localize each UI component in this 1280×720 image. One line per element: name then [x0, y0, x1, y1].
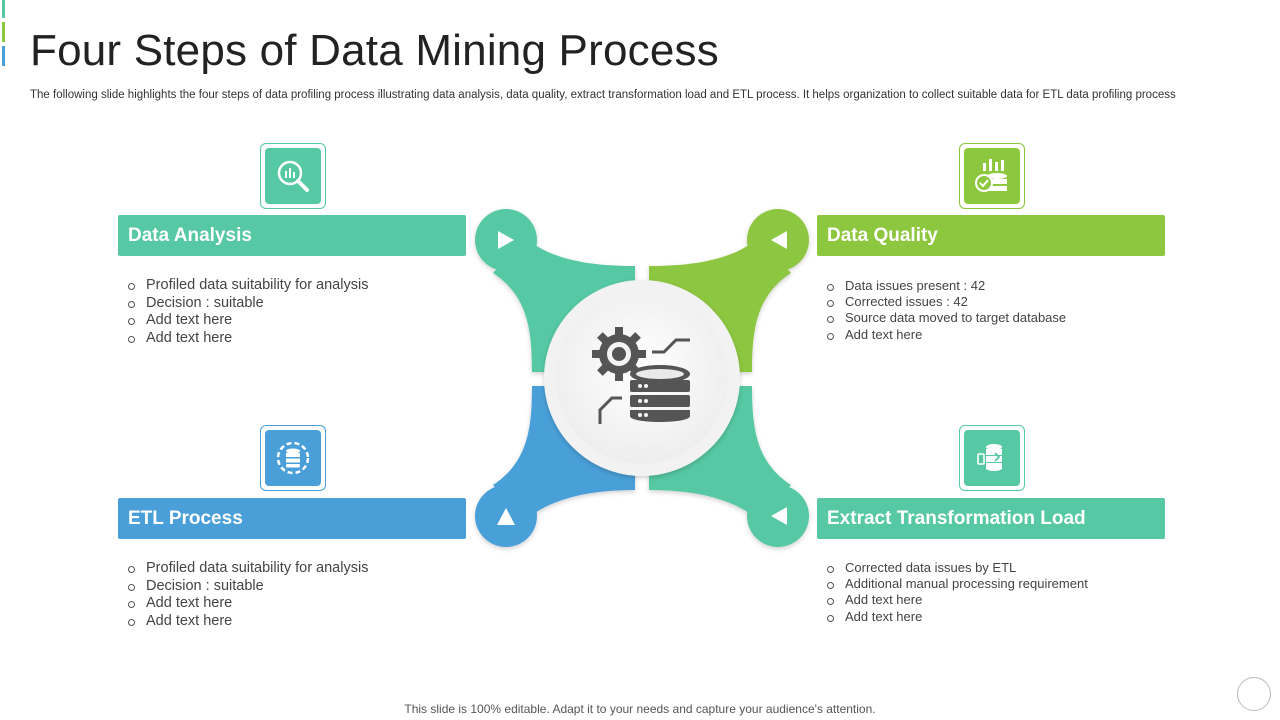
list-item: Source data moved to target database — [827, 310, 1066, 326]
extract-transformation-load-points: Corrected data issues by ETL Additional … — [827, 560, 1088, 625]
magnifier-chart-icon — [277, 160, 309, 192]
list-item: Data issues present : 42 — [827, 278, 1066, 294]
page-title: Four Steps of Data Mining Process — [30, 26, 719, 75]
etl-process-icon-box — [260, 425, 326, 491]
list-item: Corrected data issues by ETL — [827, 560, 1088, 576]
list-item: Add text here — [128, 330, 368, 348]
accent-line-blue — [2, 46, 5, 66]
gear-database-icon — [592, 327, 690, 424]
list-item: Add text here — [128, 613, 368, 631]
list-item: Additional manual processing requirement — [827, 576, 1088, 592]
step-title-data-quality: Data Quality — [817, 215, 1165, 256]
page-subtitle: The following slide highlights the four … — [30, 89, 1176, 101]
etl-process-points: Profiled data suitability for analysis D… — [128, 560, 368, 630]
footer-note: This slide is 100% editable. Adapt it to… — [404, 702, 876, 716]
database-gear-icon — [276, 441, 310, 475]
list-item: Add text here — [827, 609, 1088, 625]
arrow-left-icon — [771, 231, 787, 249]
data-analysis-icon-box — [260, 143, 326, 209]
arrow-left-icon — [771, 507, 787, 525]
list-item: Profiled data suitability for analysis — [128, 277, 368, 295]
list-item: Decision : suitable — [128, 295, 368, 313]
list-item: Add text here — [128, 595, 368, 613]
arrow-right-icon — [498, 231, 514, 249]
data-quality-points: Data issues present : 42 Corrected issue… — [827, 278, 1066, 343]
data-quality-icon-box — [959, 143, 1025, 209]
list-item: Decision : suitable — [128, 578, 368, 596]
corner-circle-button[interactable] — [1237, 677, 1271, 711]
data-transfer-icon — [977, 444, 1002, 471]
list-item: Corrected issues : 42 — [827, 294, 1066, 310]
step-title-extract-transformation-load: Extract Transformation Load — [817, 498, 1165, 539]
list-item: Add text here — [128, 312, 368, 330]
arrow-up-icon — [497, 508, 515, 525]
accent-line-teal — [2, 0, 5, 18]
step-title-etl-process: ETL Process — [118, 498, 466, 539]
accent-line-green — [2, 22, 5, 42]
quality-data-icon — [975, 159, 1007, 192]
list-item: Add text here — [827, 592, 1088, 608]
step-title-data-analysis: Data Analysis — [118, 215, 466, 256]
list-item: Add text here — [827, 327, 1066, 343]
etl-load-icon-box — [959, 425, 1025, 491]
data-analysis-points: Profiled data suitability for analysis D… — [128, 277, 368, 347]
list-item: Profiled data suitability for analysis — [128, 560, 368, 578]
